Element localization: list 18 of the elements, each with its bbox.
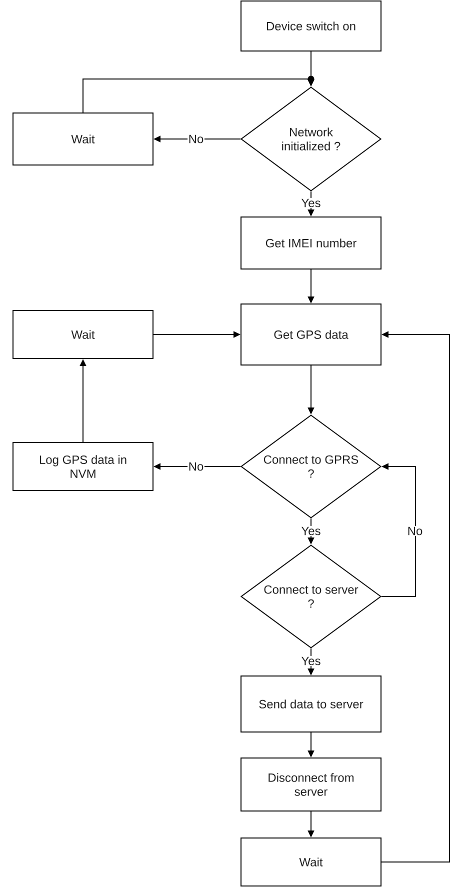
edge-label: No — [406, 526, 424, 536]
arrow — [82, 78, 314, 113]
process-box: Wait — [12, 112, 154, 166]
edge-label: No — [188, 134, 204, 144]
process-box: Wait — [240, 838, 382, 886]
process-box: Send data to server — [240, 676, 382, 732]
process-box: Device switch on — [240, 0, 382, 52]
process-box: Get IMEI number — [240, 216, 382, 270]
process-box: Disconnect from server — [240, 758, 382, 812]
edge-label: Yes — [300, 656, 322, 666]
edge-label: No — [188, 462, 204, 472]
edge-label: Yes — [300, 526, 322, 536]
arrow — [381, 463, 416, 597]
process-box: Get GPS data — [240, 304, 382, 366]
process-box: Wait — [12, 310, 154, 359]
process-box: Log GPS data in NVM — [12, 442, 154, 491]
arrow — [381, 331, 450, 862]
edge-label: Yes — [300, 198, 322, 208]
